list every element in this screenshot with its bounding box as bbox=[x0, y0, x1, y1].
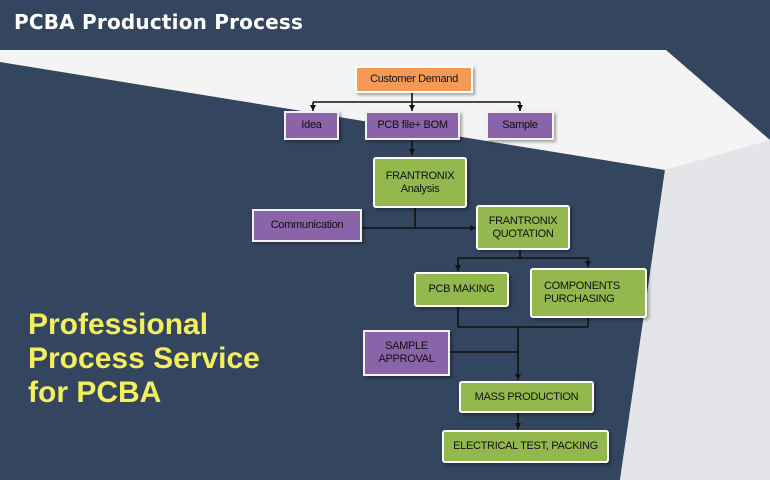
node-components-purchasing: COMPONENTS PURCHASING bbox=[530, 268, 647, 318]
slogan-line-3: for PCBA bbox=[28, 376, 162, 409]
node-sample: Sample bbox=[486, 111, 554, 140]
node-sample-approval-text: SAMPLE APPROVAL bbox=[378, 340, 434, 366]
node-sample-approval-line-2: APPROVAL bbox=[378, 353, 435, 365]
node-pcb-file-bom-label: PCB file+ BOM bbox=[377, 119, 448, 131]
node-mass-production: MASS PRODUCTION bbox=[459, 381, 594, 413]
node-components-line-1: COMPONENTS bbox=[544, 280, 620, 292]
node-frantronix-analysis-text: FRANTRONIX Analysis bbox=[386, 170, 455, 196]
node-analysis-line-2: Analysis bbox=[400, 182, 440, 195]
node-frantronix-quotation: FRANTRONIX QUOTATION bbox=[476, 205, 570, 250]
node-electrical-test-packing: ELECTRICAL TEST, PACKING bbox=[442, 430, 609, 463]
node-mass-production-label: MASS PRODUCTION bbox=[474, 390, 579, 403]
node-analysis-line-1: FRANTRONIX bbox=[385, 169, 455, 182]
page-title: PCBA Production Process bbox=[14, 10, 304, 34]
node-frantronix-quotation-text: FRANTRONIX QUOTATION bbox=[489, 215, 558, 241]
node-idea: Idea bbox=[284, 111, 339, 140]
node-pcb-making: PCB MAKING bbox=[414, 272, 509, 307]
slogan: Professional Process Service for PCBA bbox=[28, 308, 328, 410]
node-communication: Communication bbox=[252, 209, 362, 242]
node-sample-approval-line-1: SAMPLE bbox=[385, 340, 428, 352]
node-quotation-line-1: FRANTRONIX bbox=[488, 214, 558, 227]
node-pcb-making-label: PCB MAKING bbox=[428, 283, 495, 295]
node-pcb-file-bom: PCB file+ BOM bbox=[365, 111, 460, 140]
node-sample-approval: SAMPLE APPROVAL bbox=[363, 330, 450, 376]
node-electrical-test-packing-label: ELECTRICAL TEST, PACKING bbox=[453, 440, 598, 452]
light-band-shade bbox=[620, 140, 770, 480]
node-idea-label: Idea bbox=[301, 119, 322, 131]
node-sample-label: Sample bbox=[502, 119, 538, 131]
slogan-line-1: Professional bbox=[28, 308, 209, 341]
node-customer-demand-label: Customer Demand bbox=[370, 73, 458, 85]
node-customer-demand: Customer Demand bbox=[355, 66, 473, 93]
slogan-line-2: Process Service bbox=[28, 342, 260, 375]
node-communication-label: Communication bbox=[270, 219, 344, 231]
node-quotation-line-2: QUOTATION bbox=[492, 227, 554, 240]
node-components-purchasing-text: COMPONENTS PURCHASING bbox=[544, 280, 620, 306]
node-components-line-2: PURCHASING bbox=[544, 293, 615, 305]
node-frantronix-analysis: FRANTRONIX Analysis bbox=[373, 157, 467, 208]
